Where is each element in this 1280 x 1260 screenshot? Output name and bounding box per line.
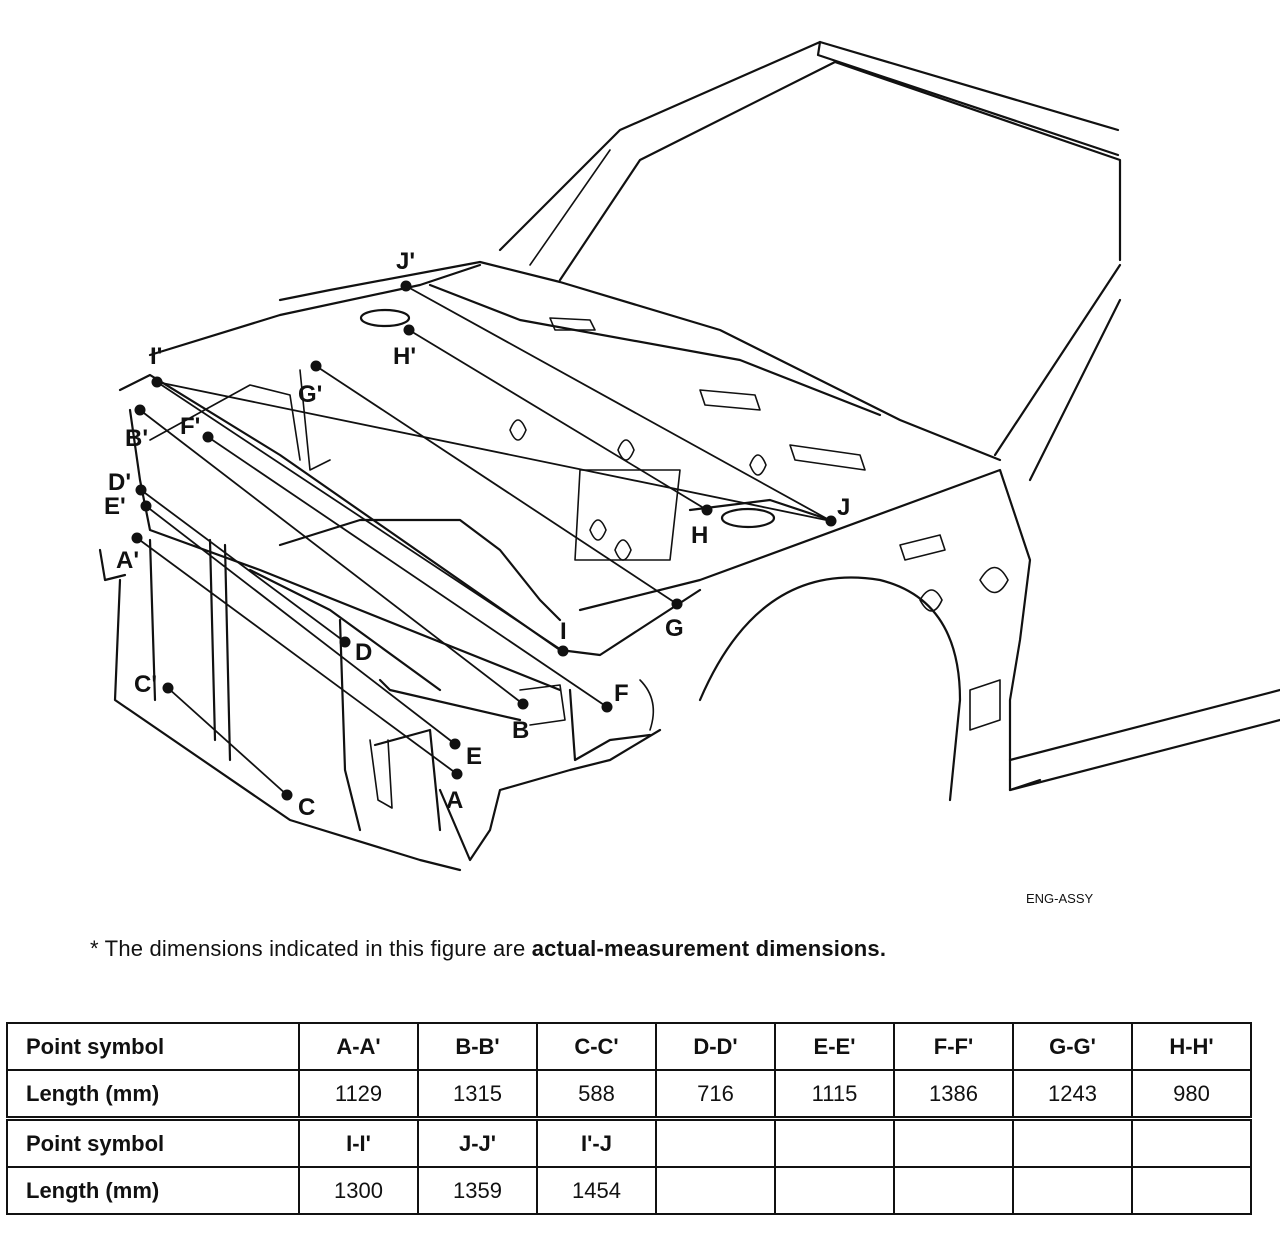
strut-tower (359, 308, 832, 529)
length-cell (893, 1166, 1014, 1215)
label-I-prime: I' (150, 343, 162, 370)
label-G-prime: G' (298, 381, 322, 408)
point-symbol-cell (655, 1116, 776, 1168)
length-cell: 1454 (536, 1166, 657, 1215)
label-D-prime: D' (108, 469, 131, 496)
point-symbol-cell (774, 1116, 895, 1168)
length-header: Length (mm) (6, 1166, 300, 1215)
length-cell: 1359 (417, 1166, 538, 1215)
point-symbol-cell (893, 1116, 1014, 1168)
note-text: * The dimensions indicated in this figur… (90, 936, 532, 961)
label-A-prime: A' (116, 547, 139, 574)
label-D: D (355, 639, 372, 666)
length-cell (774, 1166, 895, 1215)
point-symbol-header: Point symbol (6, 1022, 300, 1071)
label-E-prime: E' (104, 493, 126, 520)
dimension-note: * The dimensions indicated in this figur… (90, 936, 1190, 962)
point-labels: A A' B B' C C' D D' E E' F F' G G' H H' … (104, 248, 1094, 906)
measurement-lines (136, 285, 832, 796)
point-symbol-cell (1131, 1116, 1252, 1168)
label-E: E (466, 743, 482, 770)
point-symbol-cell: B-B' (417, 1022, 538, 1071)
label-B: B (512, 717, 529, 744)
point-symbol-cell: G-G' (1012, 1022, 1133, 1071)
right-fender (578, 468, 1280, 802)
label-G: G (665, 615, 684, 642)
label-C-prime: C' (134, 671, 157, 698)
point-symbol-cell: J-J' (417, 1116, 538, 1168)
length-cell: 1129 (298, 1069, 419, 1120)
point-symbol-cell: I'-J (536, 1116, 657, 1168)
label-I: I (560, 618, 567, 645)
label-F: F (614, 680, 629, 707)
length-cell: 1315 (417, 1069, 538, 1120)
length-cell: 1300 (298, 1166, 419, 1215)
length-cell: 716 (655, 1069, 776, 1120)
point-symbol-cell: E-E' (774, 1022, 895, 1071)
point-symbol-cell (1012, 1116, 1133, 1168)
note-emphasis: actual-measurement dimensions. (531, 936, 887, 961)
length-cell (1012, 1166, 1133, 1215)
measurement-points (131, 280, 837, 801)
point-symbol-cell: A-A' (298, 1022, 419, 1071)
point-symbol-cell: C-C' (536, 1022, 657, 1071)
point-symbol-cell: F-F' (893, 1022, 1014, 1071)
length-header: Length (mm) (6, 1069, 300, 1120)
length-cell: 1386 (893, 1069, 1014, 1120)
engine-compartment-drawing: A A' B B' C C' D D' E E' F F' G G' H H' … (98, 40, 1280, 906)
label-B-prime: B' (125, 425, 148, 452)
label-A: A (446, 787, 463, 814)
length-cell: 588 (536, 1069, 657, 1120)
radiator-support (98, 369, 702, 872)
label-F-prime: F' (180, 413, 200, 440)
cowl-outline (148, 260, 1002, 561)
point-symbol-header: Point symbol (6, 1116, 300, 1168)
length-cell (1131, 1166, 1252, 1215)
point-symbol-cell: H-H' (1131, 1022, 1252, 1071)
label-H-prime: H' (393, 343, 416, 370)
figure-code: ENG-ASSY (1026, 891, 1094, 906)
label-J-prime: J' (396, 248, 415, 275)
body-dimension-figure: A A' B B' C C' D D' E E' F F' G G' H H' … (98, 40, 1280, 906)
length-cell: 1243 (1012, 1069, 1133, 1120)
label-H: H (691, 522, 708, 549)
point-symbol-cell: I-I' (298, 1116, 419, 1168)
point-symbol-cell: D-D' (655, 1022, 776, 1071)
windshield-outline (498, 40, 1122, 482)
length-cell: 980 (1131, 1069, 1252, 1120)
length-cell: 1115 (774, 1069, 895, 1120)
length-cell (655, 1166, 776, 1215)
label-C: C (298, 794, 315, 821)
label-J: J (837, 494, 850, 521)
